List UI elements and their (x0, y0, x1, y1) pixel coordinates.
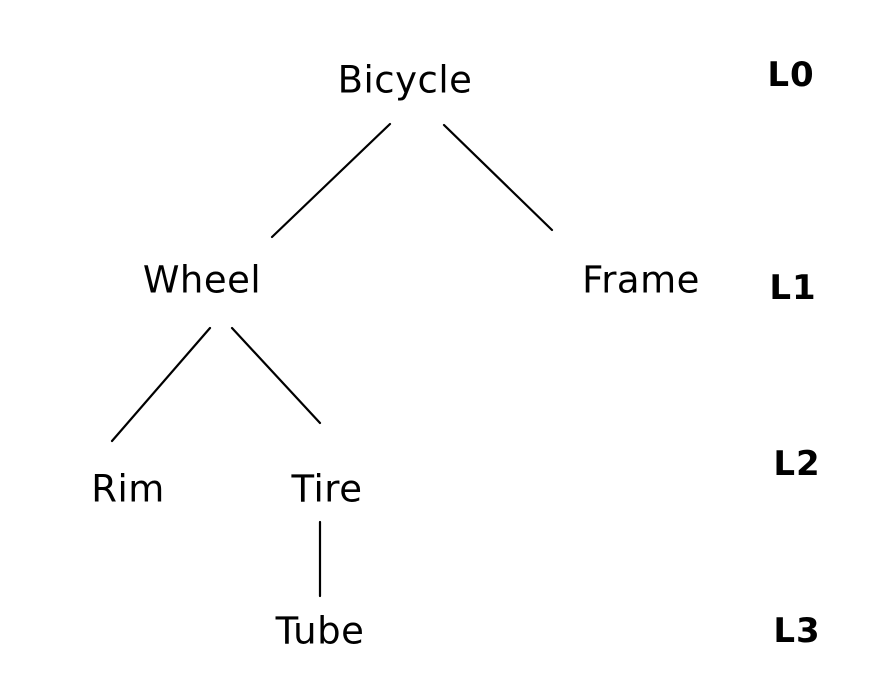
node-wheel[interactable]: Wheel (142, 258, 262, 302)
node-tube[interactable]: Tube (275, 609, 365, 653)
level-label-l0: L0 (767, 55, 815, 95)
node-bicycle[interactable]: Bicycle (337, 58, 473, 102)
edge-bicycle-frame (442, 123, 554, 232)
edge-wheel-rim (110, 326, 212, 443)
level-label-l2: L2 (773, 444, 821, 484)
edge-bicycle-wheel (270, 122, 392, 239)
node-rim[interactable]: Rim (91, 467, 165, 511)
level-label-l3: L3 (773, 611, 821, 651)
edge-wheel-tire (230, 326, 322, 425)
level-label-l1: L1 (769, 268, 817, 308)
node-tire[interactable]: Tire (291, 467, 363, 511)
node-frame[interactable]: Frame (582, 258, 700, 302)
